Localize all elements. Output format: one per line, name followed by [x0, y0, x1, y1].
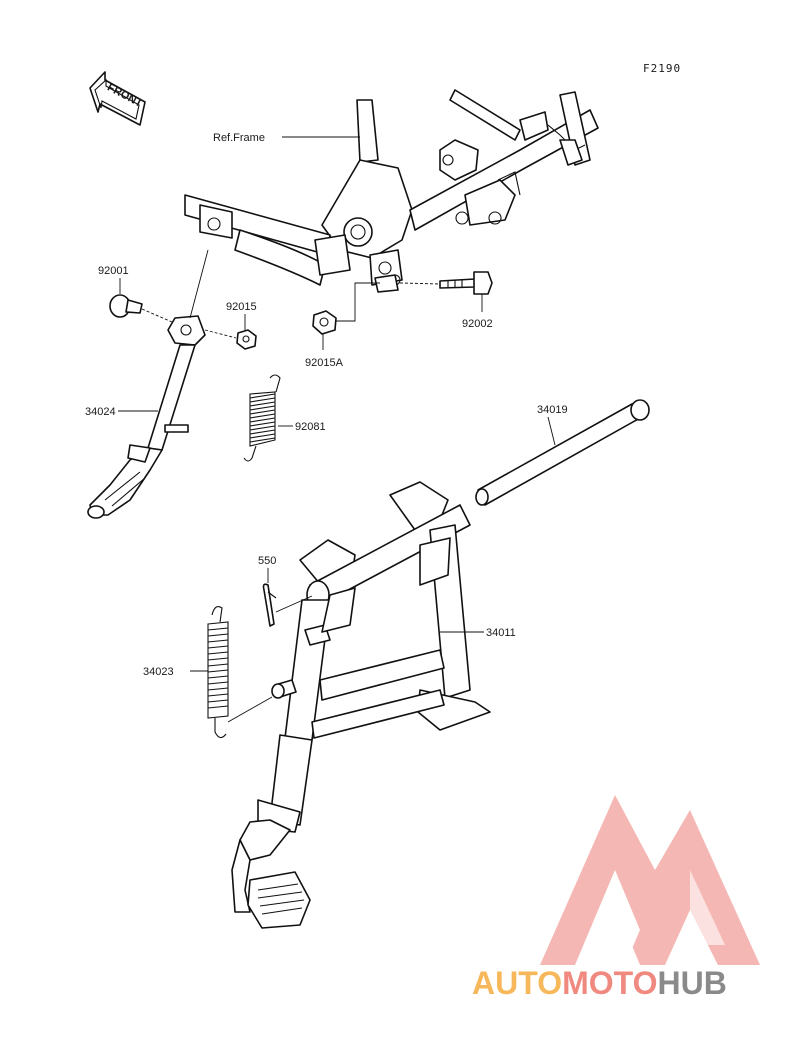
part-34023-spring [207, 606, 297, 739]
part-34019-label: 34019 [537, 404, 568, 416]
diagram-code: F2190 [643, 62, 681, 75]
part-34019-shaft [475, 399, 650, 506]
part-550-label: 550 [258, 555, 276, 567]
part-34024-side-stand [87, 315, 206, 519]
part-92001-label: 92001 [98, 265, 129, 277]
part-34011-main-stand [231, 481, 491, 929]
part-92081-spring [243, 374, 281, 462]
part-34023-label: 34023 [143, 666, 174, 678]
watermark-logo-icon [540, 795, 760, 965]
part-92002-label: 92002 [462, 318, 493, 330]
part-34024-label: 34024 [85, 406, 116, 418]
part-550-cotter-pin [262, 583, 277, 627]
front-arrow-icon [89, 71, 146, 126]
frame-assembly [184, 89, 599, 293]
part-92081-label: 92081 [295, 421, 326, 433]
watermark-text-moto: MOTO [562, 965, 657, 1001]
part-92015-label: 92015 [226, 301, 257, 313]
part-92001-pin [109, 294, 143, 318]
part-92002-bolt [439, 271, 493, 295]
part-92015a-nut [312, 310, 337, 335]
watermark-text-auto: AUTO [472, 965, 562, 1001]
ref-frame-label: Ref.Frame [213, 132, 265, 144]
part-92015a-label: 92015A [305, 357, 344, 369]
watermark-text: AUTOMOTOHUB [472, 965, 727, 1001]
part-34011-label: 34011 [486, 627, 516, 639]
part-92015-nut [236, 329, 257, 350]
watermark-text-hub: HUB [657, 965, 726, 1001]
